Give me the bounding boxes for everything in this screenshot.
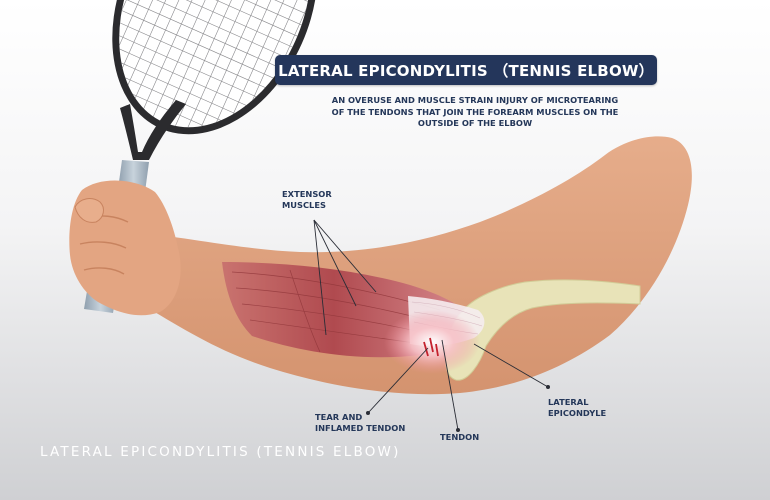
image-caption: LATERAL EPICONDYLITIS (TENNIS ELBOW) bbox=[40, 444, 401, 460]
description-line: AN OVERUSE AND MUSCLE STRAIN INJURY OF M… bbox=[331, 95, 619, 105]
label-lateral-epicondyle: LATERAL EPICONDYLE bbox=[548, 397, 607, 418]
label-extensor-muscles: EXTENSOR MUSCLES bbox=[282, 189, 332, 210]
description-text: AN OVERUSE AND MUSCLE STRAIN INJURY OF M… bbox=[300, 95, 650, 130]
page-title: LATERAL EPICONDYLITIS （TENNIS ELBOW） bbox=[278, 61, 654, 80]
thumb bbox=[74, 198, 104, 223]
inflamed-area bbox=[384, 310, 480, 374]
racket-head bbox=[82, 0, 344, 158]
description-line: OUTSIDE OF THE ELBOW bbox=[417, 118, 533, 128]
label-tendon: TENDON bbox=[440, 432, 480, 442]
racket-throat bbox=[120, 100, 186, 160]
label-pointer-lines bbox=[313, 219, 549, 431]
tear-marks bbox=[423, 337, 439, 357]
label-pointer-dots bbox=[366, 385, 550, 432]
tennis-racket bbox=[82, 0, 344, 313]
label-tear-inflamed-tendon: TEAR AND INFLAMED TENDON bbox=[315, 412, 406, 433]
description-line: OF THE TENDONS THAT JOIN THE FOREARM MUS… bbox=[331, 106, 619, 117]
title-banner: LATERAL EPICONDYLITIS （TENNIS ELBOW） bbox=[275, 55, 657, 85]
